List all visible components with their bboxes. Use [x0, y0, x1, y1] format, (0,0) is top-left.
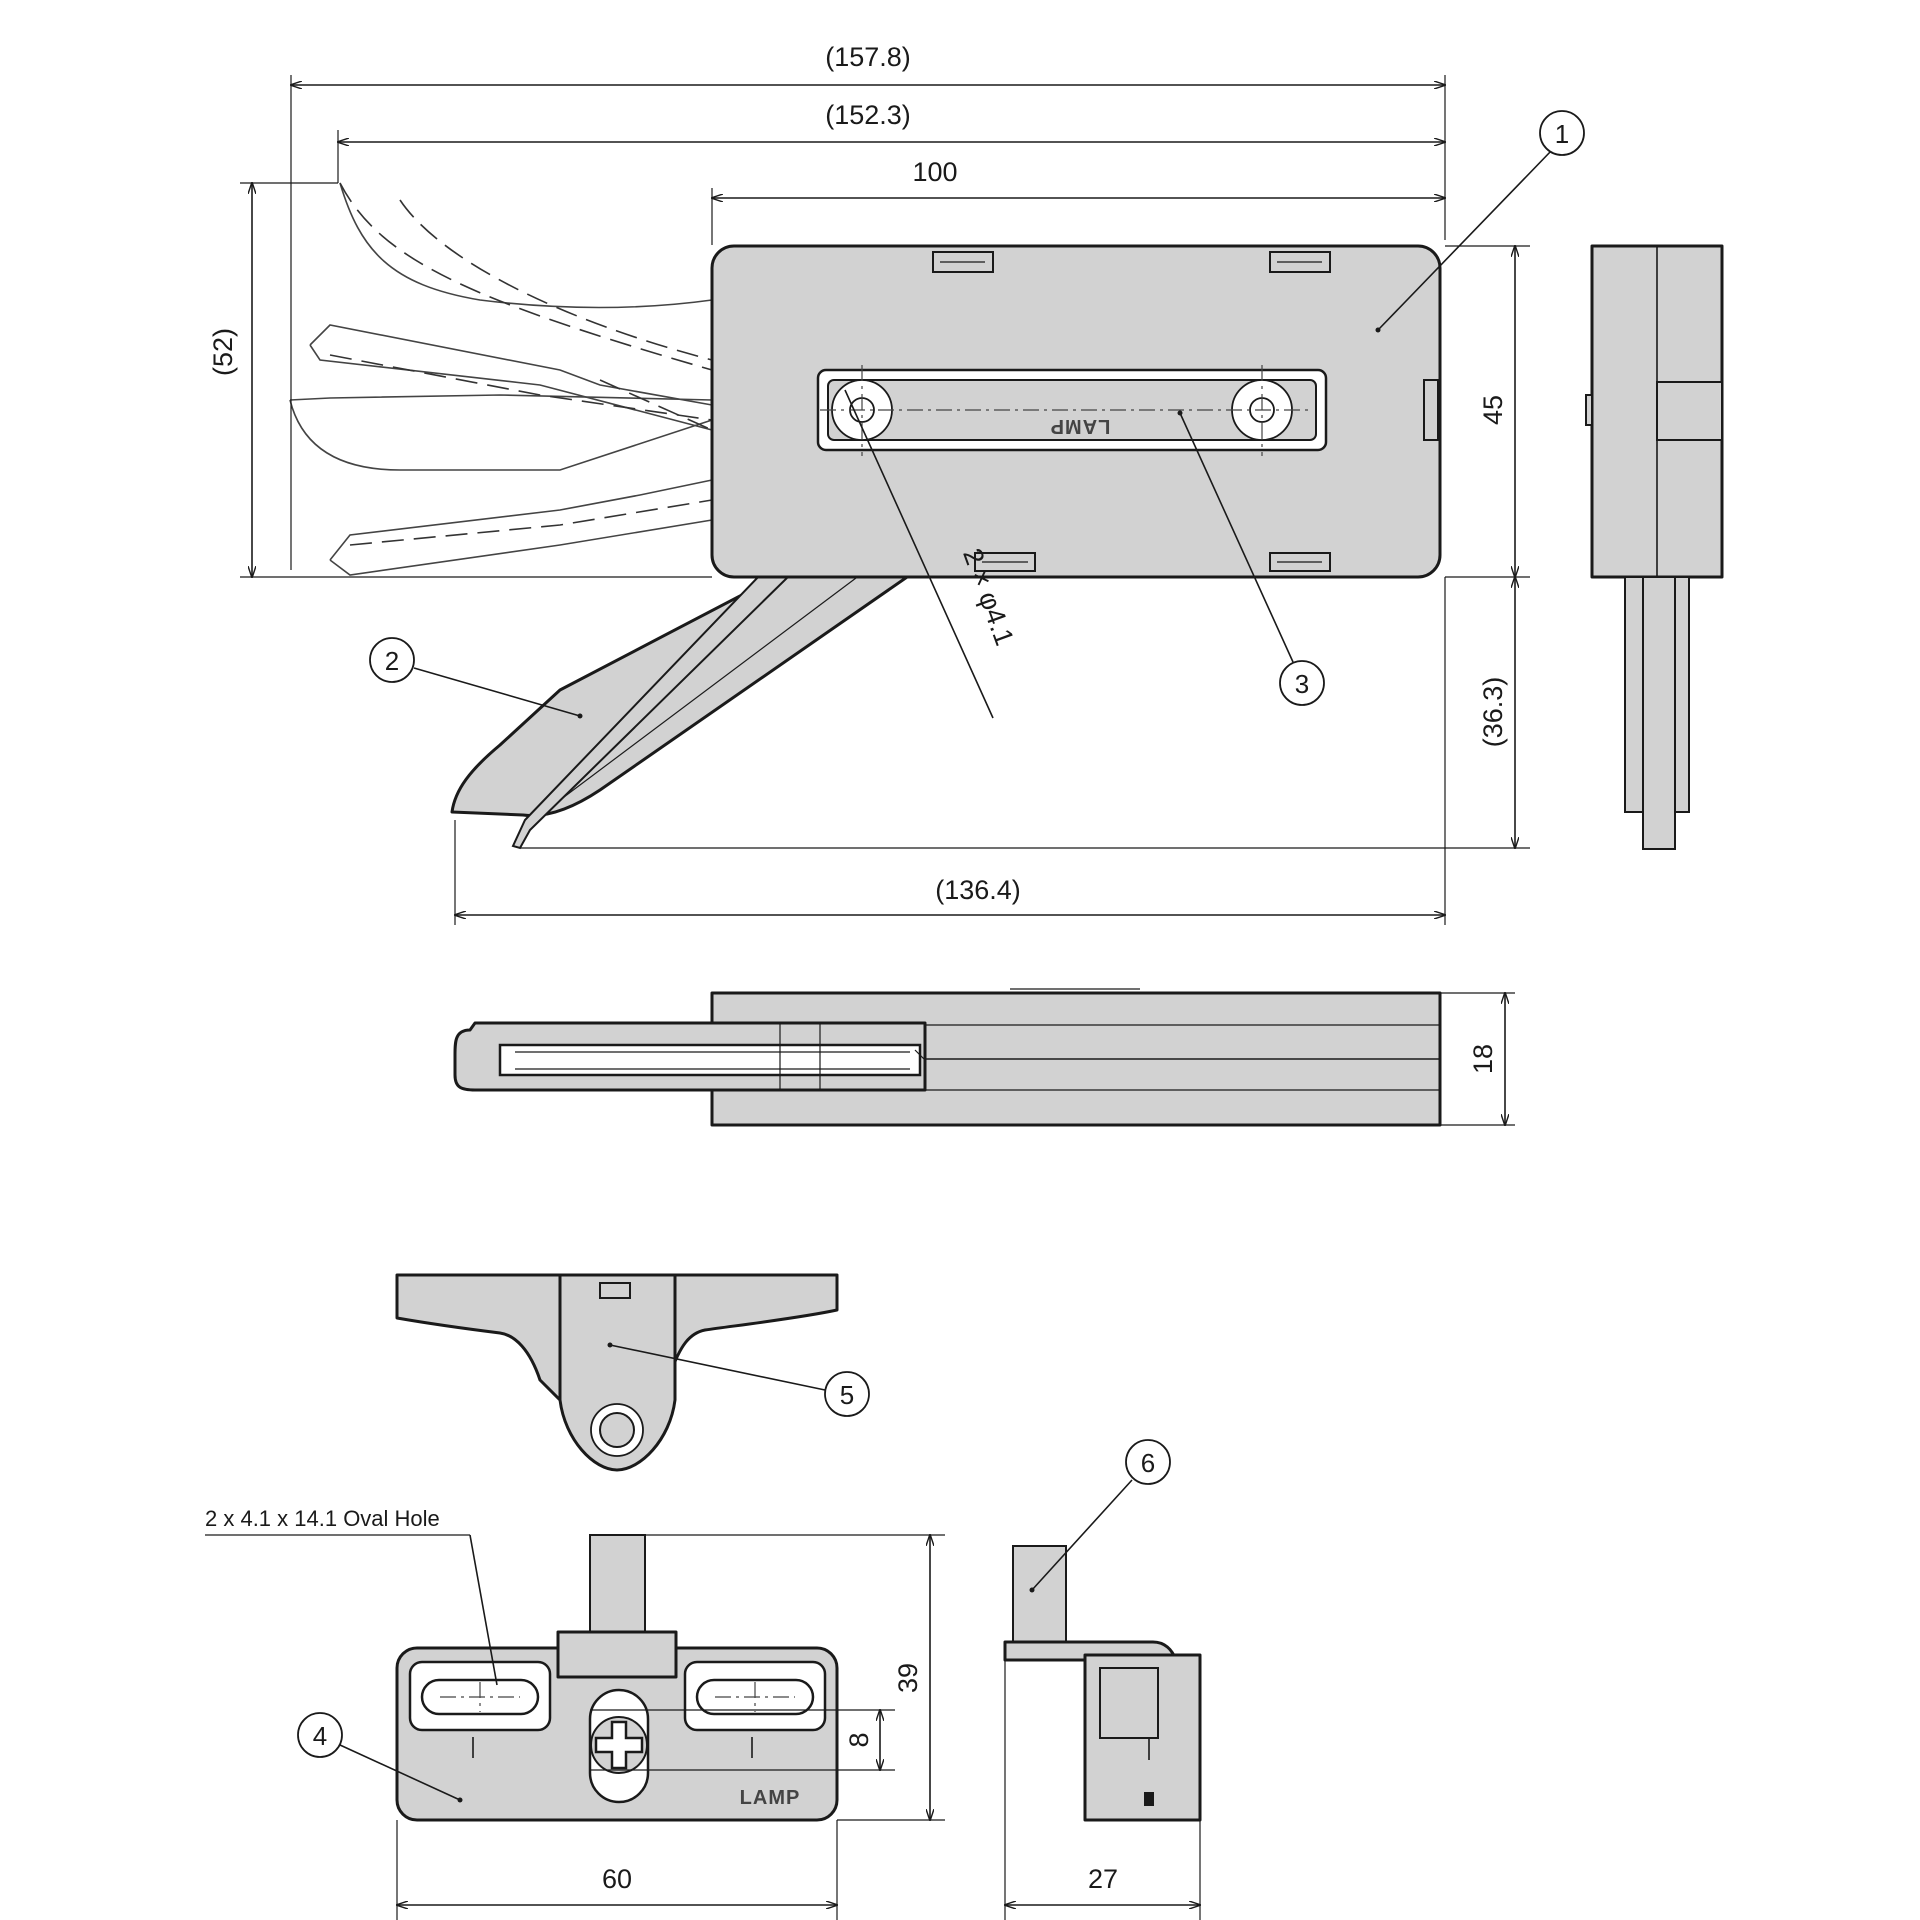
side-view	[1585, 244, 1724, 850]
lever-handle	[450, 573, 912, 818]
callout-5	[824, 1371, 870, 1417]
keeper-tab	[599, 1282, 631, 1299]
callouts: 1 2 3 4 5 6	[297, 110, 1585, 1803]
keeper-top-view	[395, 1273, 839, 1472]
callout-4	[297, 1712, 343, 1758]
side-handle-tip	[1642, 576, 1676, 850]
dim-overall-length: (157.8)	[825, 42, 911, 72]
dim-keeper-height: 39	[893, 1663, 923, 1693]
dim-body-height: 45	[1478, 395, 1508, 425]
plan-handle-slot	[498, 1043, 922, 1077]
keeper-tongue	[558, 1273, 677, 1472]
keeper-logo: LAMP	[740, 1787, 801, 1809]
callout-1-label: 1	[1555, 119, 1569, 149]
bracket-window	[1099, 1667, 1159, 1739]
dim-open-reach: (136.4)	[935, 875, 1021, 905]
dim-stroke-length: (152.3)	[825, 100, 911, 130]
dim-open-height: (52)	[208, 328, 238, 376]
bracket-side-view: 27	[1003, 1545, 1202, 1920]
main-logo: LAMP	[1050, 415, 1111, 437]
callout-6-label: 6	[1141, 1448, 1155, 1478]
dim-bracket-depth: 27	[1088, 1864, 1118, 1894]
dim-body-length: 100	[912, 157, 957, 187]
keeper-front-view: LAMP 60 39 8 2 x 4.1 x 14.1 Oval Hole	[205, 1506, 945, 1920]
plan-view: 18	[453, 988, 1515, 1127]
callout-2	[369, 637, 415, 683]
dim-thickness: 18	[1468, 1044, 1498, 1074]
keeper-pin	[599, 1412, 635, 1448]
dim-keeper-width: 60	[602, 1864, 632, 1894]
callout-4-label: 4	[313, 1721, 327, 1751]
dim-handle-drop: (36.3)	[1478, 677, 1508, 748]
callout-3	[1279, 660, 1325, 706]
side-clip	[1656, 381, 1723, 441]
keeper-block	[556, 1630, 678, 1679]
callout-1	[1539, 110, 1585, 156]
bracket-mark	[1144, 1792, 1154, 1806]
dim-slot-pitch: 8	[844, 1732, 874, 1747]
callout-6	[1125, 1439, 1171, 1485]
side-handle-rear	[1674, 576, 1690, 813]
phillips-cross-icon	[594, 1720, 644, 1770]
front-view: LAMP (157.8) (152.3) 100 (52) 45 (36.3)	[208, 42, 1530, 925]
side-nub	[1585, 394, 1593, 426]
bracket-stem	[1012, 1545, 1067, 1657]
callout-5-label: 5	[840, 1380, 854, 1410]
open-position-ghost	[289, 182, 713, 576]
callout-3-label: 3	[1295, 669, 1309, 699]
callout-2-label: 2	[385, 646, 399, 676]
oval-hole-note: 2 x 4.1 x 14.1 Oval Hole	[205, 1506, 440, 1531]
body-clip-side	[1423, 379, 1439, 441]
